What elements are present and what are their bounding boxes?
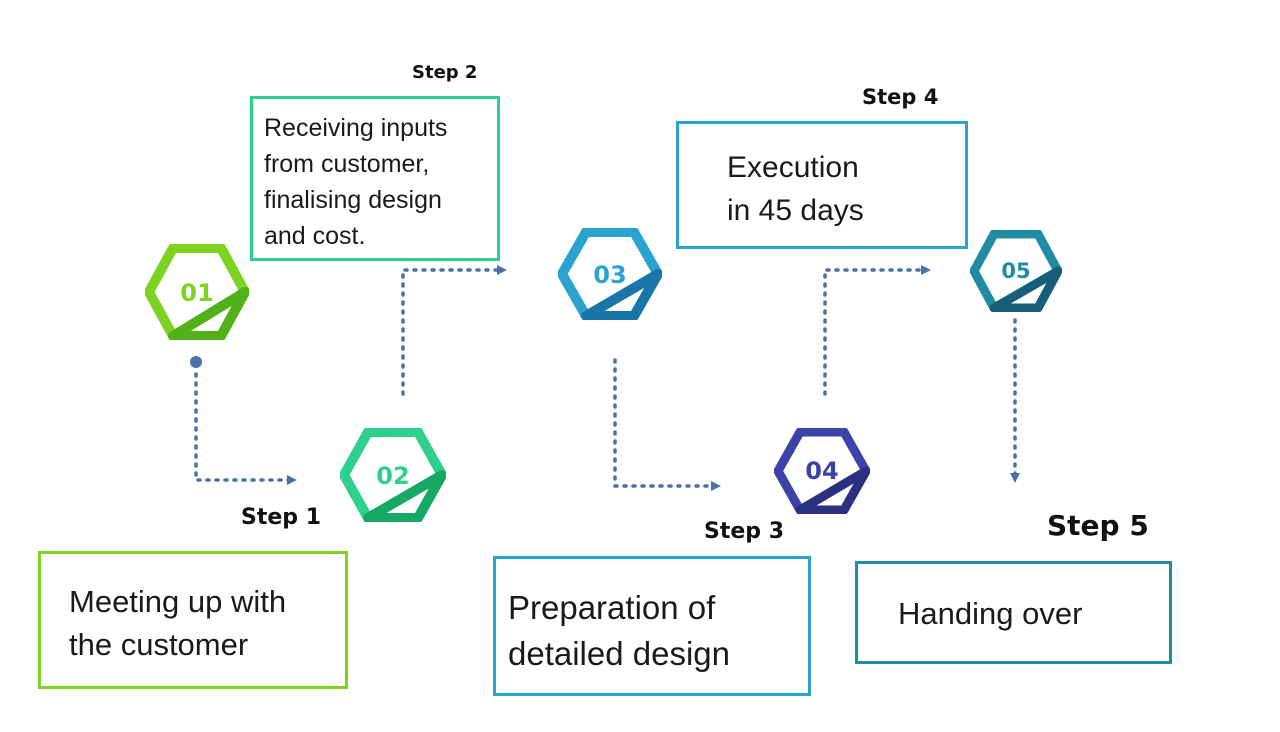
- step-3-number: 03: [593, 261, 626, 289]
- step-5-number: 05: [1001, 259, 1030, 283]
- step-3-label: Step 3: [704, 519, 784, 544]
- step-3-line-1: Preparation of: [508, 589, 716, 626]
- connector-01-02: [194, 372, 297, 485]
- step-2-line-3: finalising design: [264, 186, 442, 214]
- step-5-hexagon: 05: [970, 230, 1062, 312]
- step-2-line-1: Receiving inputs: [264, 114, 448, 142]
- step-5-description: Handing over: [855, 561, 1172, 664]
- connector-02-03: [401, 265, 507, 396]
- connector-03-04: [613, 358, 721, 491]
- step-1-hexagon: 01: [145, 244, 249, 340]
- step-1-line-2: the customer: [69, 627, 249, 662]
- step-2-line-4: and cost.: [264, 222, 366, 250]
- start-dot: [190, 356, 202, 368]
- step-2-hexagon: 02: [340, 428, 446, 522]
- step-4-line-2: in 45 days: [727, 194, 864, 227]
- step-2-line-2: from customer,: [264, 150, 430, 178]
- step-4-description: Execution in 45 days: [676, 121, 968, 249]
- step-3-description: Preparation of detailed design: [493, 556, 811, 696]
- step-1-number: 01: [180, 279, 213, 307]
- step-4-label: Step 4: [862, 85, 939, 109]
- step-4-line-1: Execution: [727, 151, 859, 184]
- step-3-line-2: detailed design: [508, 635, 731, 672]
- step-5-line-1: Handing over: [898, 596, 1083, 631]
- step-1-label: Step 1: [241, 505, 321, 530]
- step-2-description: Receiving inputs from customer, finalisi…: [250, 96, 500, 261]
- step-2-number: 02: [376, 462, 409, 490]
- step-5-label: Step 5: [1047, 509, 1149, 542]
- step-2-label: Step 2: [412, 62, 478, 83]
- step-4-hexagon: 04: [774, 428, 870, 514]
- connector-04-05: [823, 265, 931, 396]
- step-4-number: 04: [805, 457, 838, 485]
- step-1-description: Meeting up with the customer: [38, 551, 348, 689]
- step-1-line-1: Meeting up with: [69, 584, 287, 619]
- step-3-hexagon: 03: [558, 228, 662, 320]
